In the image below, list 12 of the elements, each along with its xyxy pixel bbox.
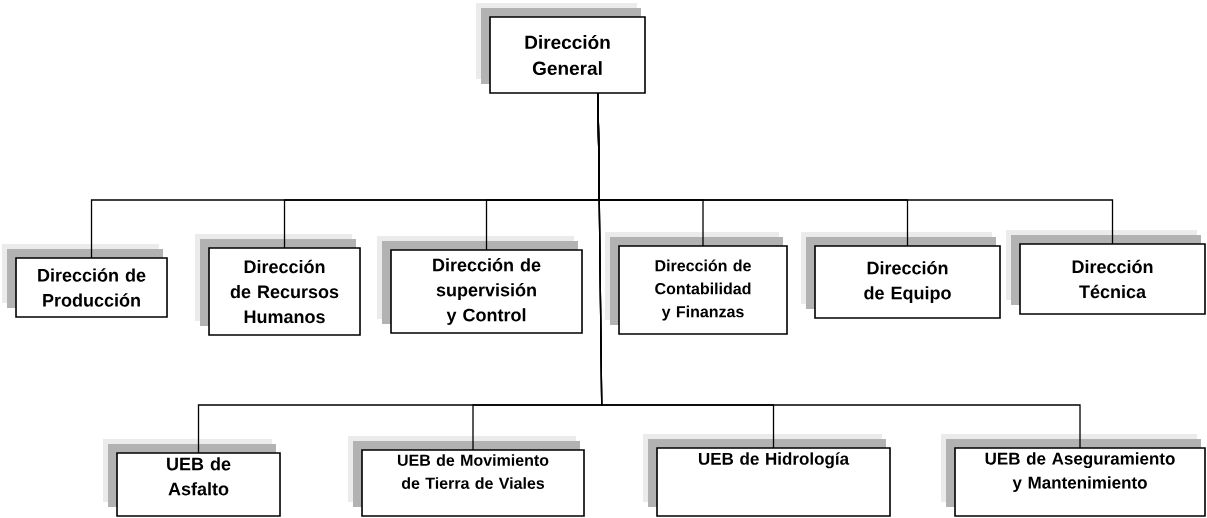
org-box: UEB de Hidrología [643, 434, 891, 517]
org-box: Dirección de supervisión y Control [377, 236, 583, 334]
org-box: Dirección de Recursos Humanos [195, 234, 361, 336]
org-box: Dirección Técnica [1006, 230, 1206, 315]
org-box: UEB de Movimiento de Tierra de Viales [348, 436, 585, 517]
connector-line [597, 92, 1081, 449]
org-box: Dirección General [476, 3, 646, 94]
org-box: Dirección de Contabilidad y Finanzas [605, 232, 788, 335]
org-box: Dirección de Producción [2, 244, 168, 318]
org-box: UEB de Aseguramiento y Mantenimiento [941, 434, 1206, 517]
org-box: UEB de Asfalto [103, 439, 281, 517]
org-box: Dirección de Equipo [801, 232, 1001, 319]
